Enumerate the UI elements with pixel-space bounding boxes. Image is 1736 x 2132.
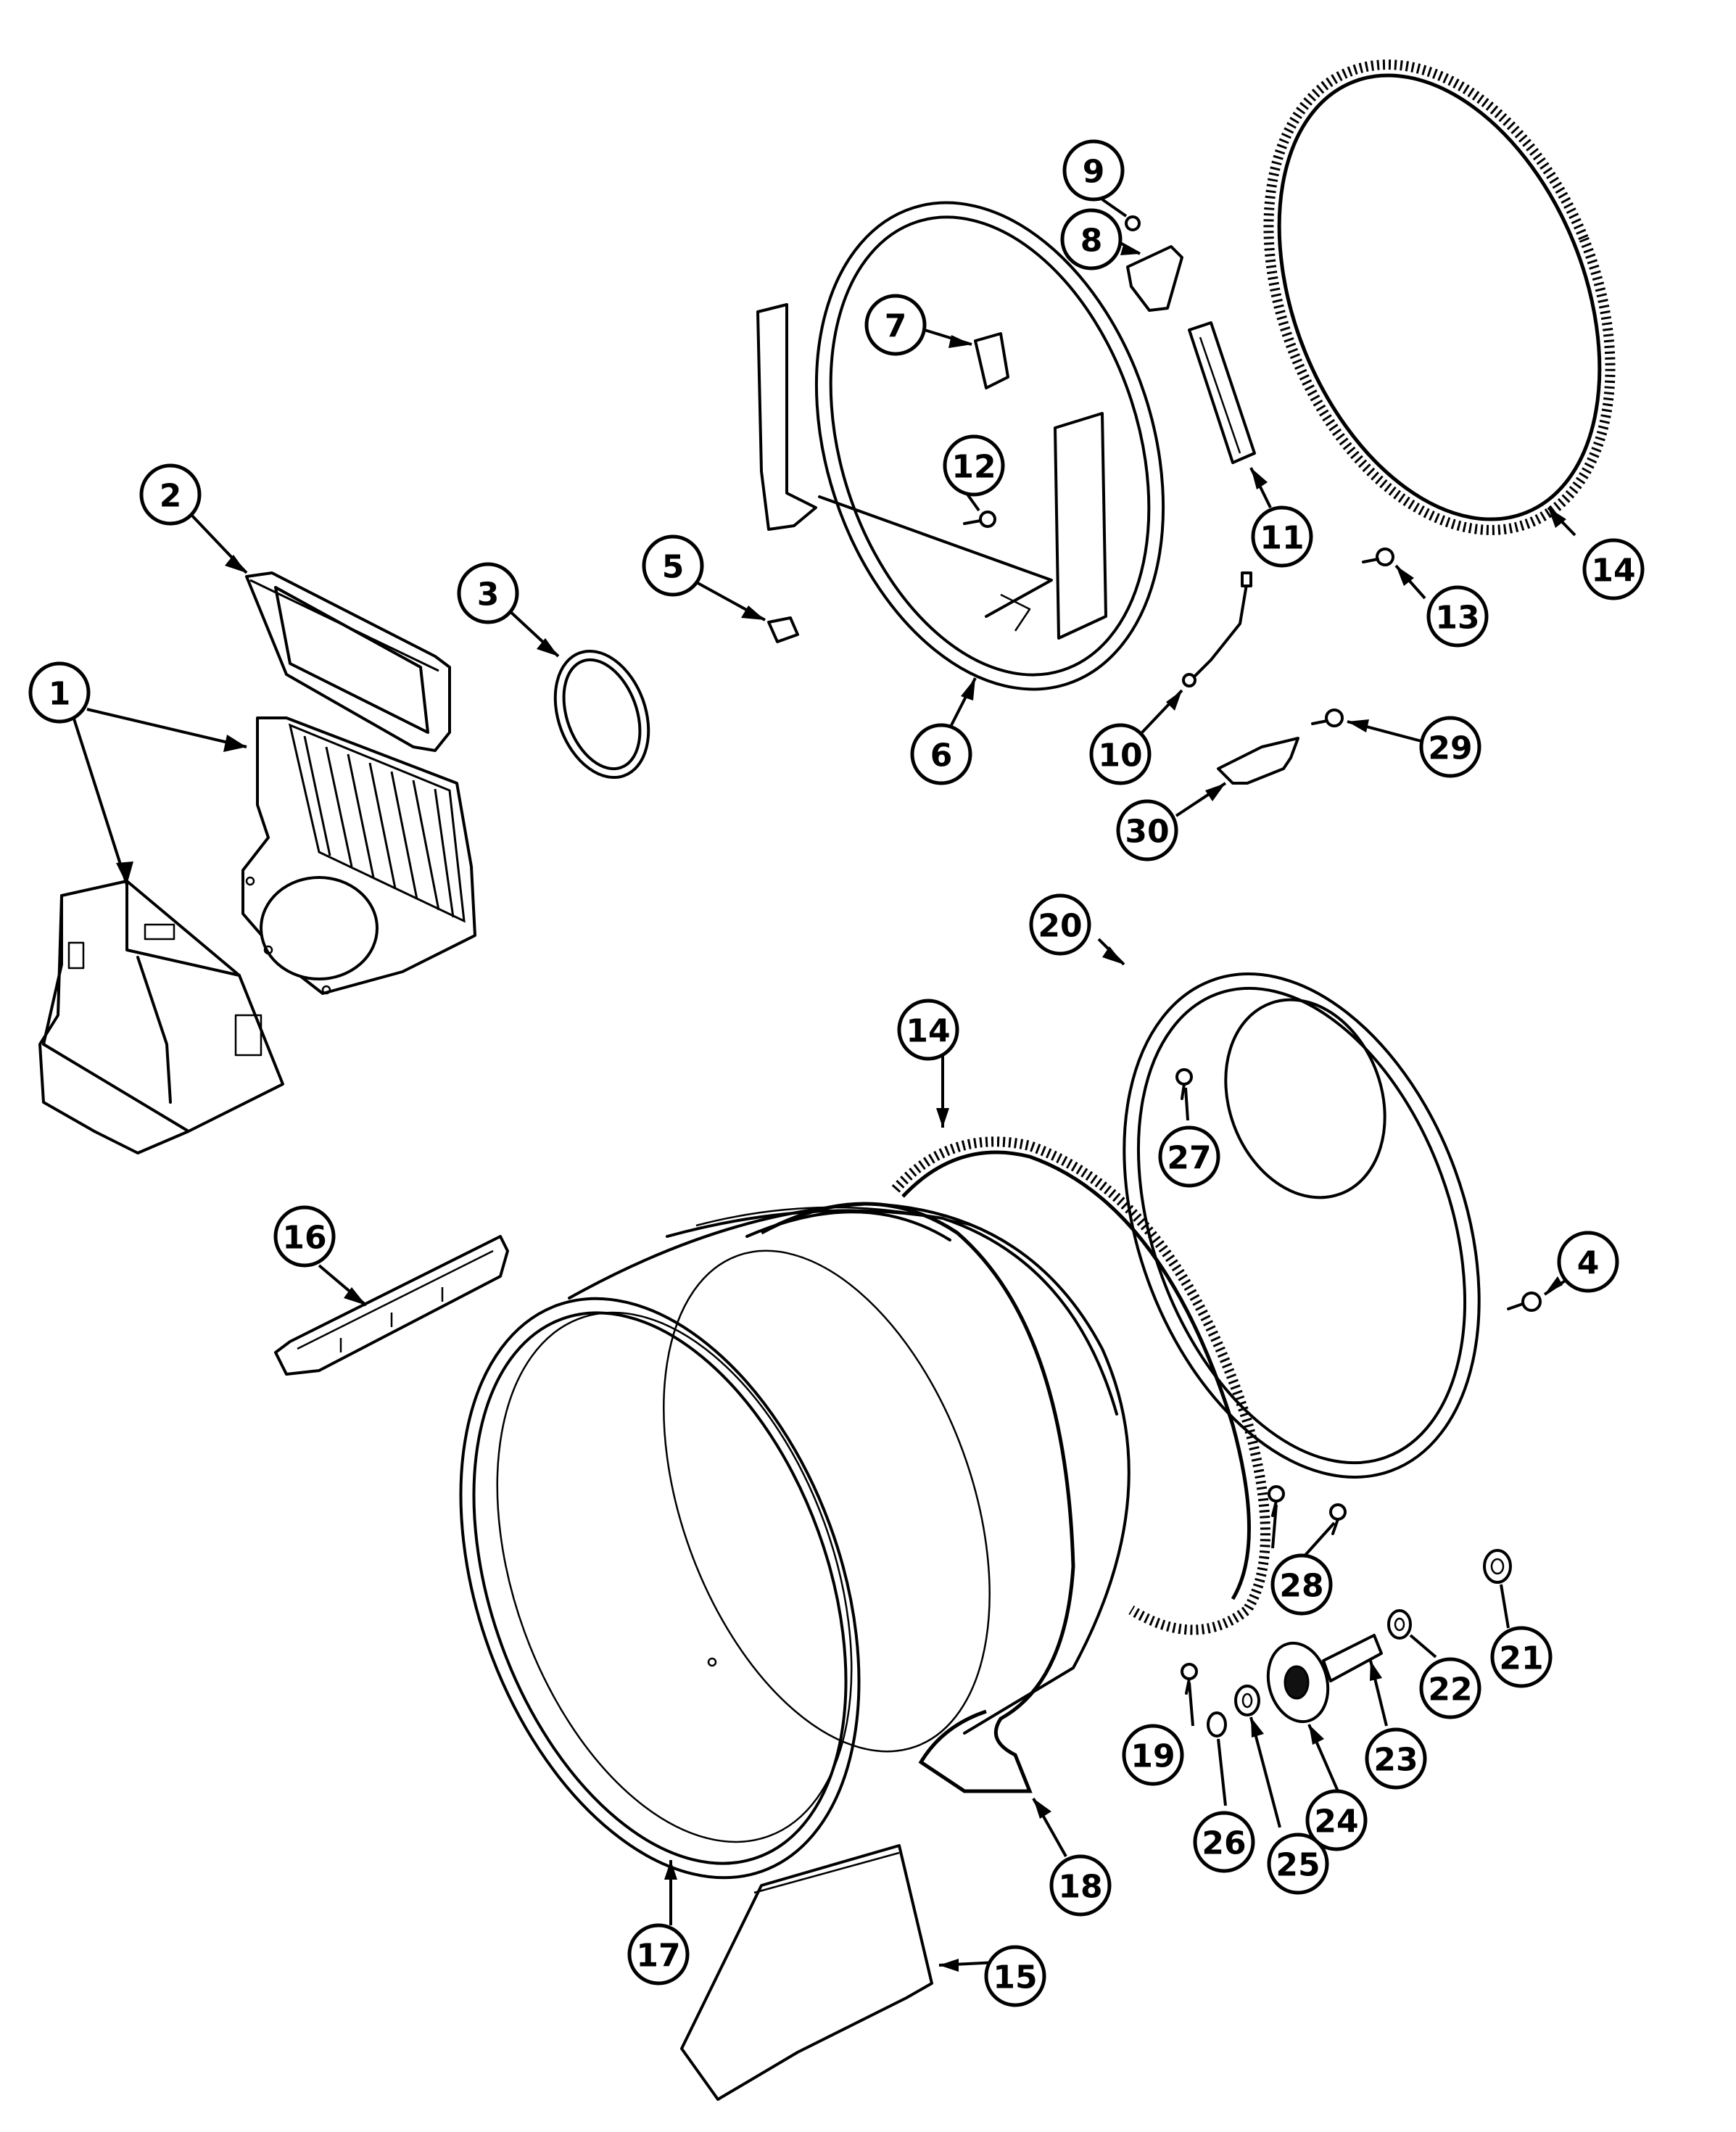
callout-3: 3 xyxy=(457,562,519,624)
part-drum-seal-top xyxy=(1263,59,1616,535)
callout-label: 25 xyxy=(1276,1847,1320,1884)
callout-13: 13 xyxy=(1426,585,1489,648)
part-air-duct-upper xyxy=(241,716,476,995)
part-slot-cover-11 xyxy=(1188,321,1256,464)
part-rear-bulkhead-20 xyxy=(1123,972,1481,1479)
part-drum-seal-lower xyxy=(891,1136,1270,1635)
callout-9: 9 xyxy=(1062,139,1125,202)
part-screw-4 xyxy=(1507,1292,1542,1312)
callout-27: 27 xyxy=(1158,1125,1220,1188)
callout-19: 19 xyxy=(1122,1724,1184,1786)
callout-15: 15 xyxy=(984,1945,1046,2007)
callout-5: 5 xyxy=(642,534,704,597)
callout-label: 12 xyxy=(951,449,996,486)
part-air-duct-lower xyxy=(38,880,284,1154)
callout-label: 21 xyxy=(1499,1640,1543,1677)
callout-14-top: 14 xyxy=(1582,538,1645,600)
callout-1: 1 xyxy=(28,661,91,724)
callout-25: 25 xyxy=(1267,1833,1329,1895)
part-baffle-16 xyxy=(274,1235,509,1376)
part-drum-17 xyxy=(459,1202,1131,1880)
part-drive-belt-18 xyxy=(745,1202,1075,1793)
callout-29: 29 xyxy=(1419,716,1481,778)
callout-label: 22 xyxy=(1428,1672,1472,1709)
part-bracket-7 xyxy=(974,332,1009,389)
callout-7: 7 xyxy=(864,294,927,356)
part-washer-21 xyxy=(1483,1549,1512,1584)
callout-2: 2 xyxy=(139,463,202,526)
part-screw-27 xyxy=(1175,1068,1193,1100)
part-screws-28 xyxy=(1268,1485,1347,1535)
callout-18: 18 xyxy=(1049,1854,1112,1917)
callout-26: 26 xyxy=(1193,1811,1255,1873)
part-roller-24 xyxy=(1266,1641,1330,1724)
callout-23: 23 xyxy=(1365,1727,1427,1790)
callout-label: 14 xyxy=(906,1013,950,1050)
callout-label: 30 xyxy=(1125,814,1169,851)
callout-label: 6 xyxy=(930,737,953,774)
callout-28: 28 xyxy=(1270,1553,1333,1616)
part-shaft-23 xyxy=(1322,1634,1383,1682)
part-washer-25 xyxy=(1234,1685,1260,1716)
part-screw-12 xyxy=(963,511,996,528)
callout-label: 2 xyxy=(160,478,182,515)
callout-11: 11 xyxy=(1251,505,1313,568)
callout-label: 24 xyxy=(1314,1803,1358,1840)
callout-14-lower: 14 xyxy=(897,999,959,1061)
callout-21: 21 xyxy=(1490,1626,1553,1688)
callout-label: 17 xyxy=(636,1938,680,1975)
callout-label: 20 xyxy=(1038,908,1082,945)
callout-12: 12 xyxy=(943,434,1005,497)
callout-label: 8 xyxy=(1080,223,1103,260)
part-screw-19 xyxy=(1181,1663,1198,1695)
part-nut-9 xyxy=(1125,215,1141,231)
callout-17: 17 xyxy=(627,1923,690,1986)
callout-label: 27 xyxy=(1167,1140,1211,1177)
callout-6: 6 xyxy=(910,723,972,785)
part-washer-22 xyxy=(1387,1609,1412,1640)
callout-label: 16 xyxy=(282,1220,326,1257)
part-lower-panel-15 xyxy=(680,1844,933,2101)
callout-24: 24 xyxy=(1305,1789,1368,1851)
part-clamp-30 xyxy=(1217,737,1299,785)
callout-label: 10 xyxy=(1098,737,1142,774)
part-front-bulkhead xyxy=(756,201,1165,691)
callout-label: 14 xyxy=(1591,553,1635,590)
callout-label: 29 xyxy=(1428,730,1472,767)
callout-label: 13 xyxy=(1435,600,1479,637)
callout-16: 16 xyxy=(273,1205,336,1268)
callout-label: 19 xyxy=(1131,1738,1175,1775)
callout-label: 9 xyxy=(1083,154,1105,191)
callout-label: 1 xyxy=(49,676,71,713)
callout-10: 10 xyxy=(1089,723,1152,785)
leader-lines xyxy=(71,198,1576,1972)
callout-label: 28 xyxy=(1279,1568,1323,1605)
callout-label: 11 xyxy=(1260,520,1304,557)
callout-8: 8 xyxy=(1060,208,1123,270)
part-lint-screen xyxy=(245,571,451,752)
callout-30: 30 xyxy=(1116,799,1178,862)
callout-label: 18 xyxy=(1058,1869,1102,1906)
part-sensor-bracket-8 xyxy=(1126,245,1183,312)
part-screw-29 xyxy=(1311,708,1344,727)
callout-22: 22 xyxy=(1419,1657,1481,1719)
callout-label: 4 xyxy=(1577,1245,1600,1282)
part-screw-13 xyxy=(1362,548,1394,566)
part-small-clip xyxy=(767,616,799,643)
callout-label: 3 xyxy=(477,577,500,613)
part-washer-26 xyxy=(1207,1711,1227,1738)
callout-label: 26 xyxy=(1202,1825,1246,1862)
callout-4: 4 xyxy=(1557,1231,1619,1293)
callout-label: 5 xyxy=(662,549,685,586)
callout-label: 23 xyxy=(1373,1742,1418,1779)
callout-label: 7 xyxy=(885,308,907,345)
part-wire-10 xyxy=(1182,571,1252,687)
part-ring-seal xyxy=(553,649,650,780)
callout-label: 15 xyxy=(993,1959,1037,1996)
callout-20: 20 xyxy=(1029,893,1091,956)
